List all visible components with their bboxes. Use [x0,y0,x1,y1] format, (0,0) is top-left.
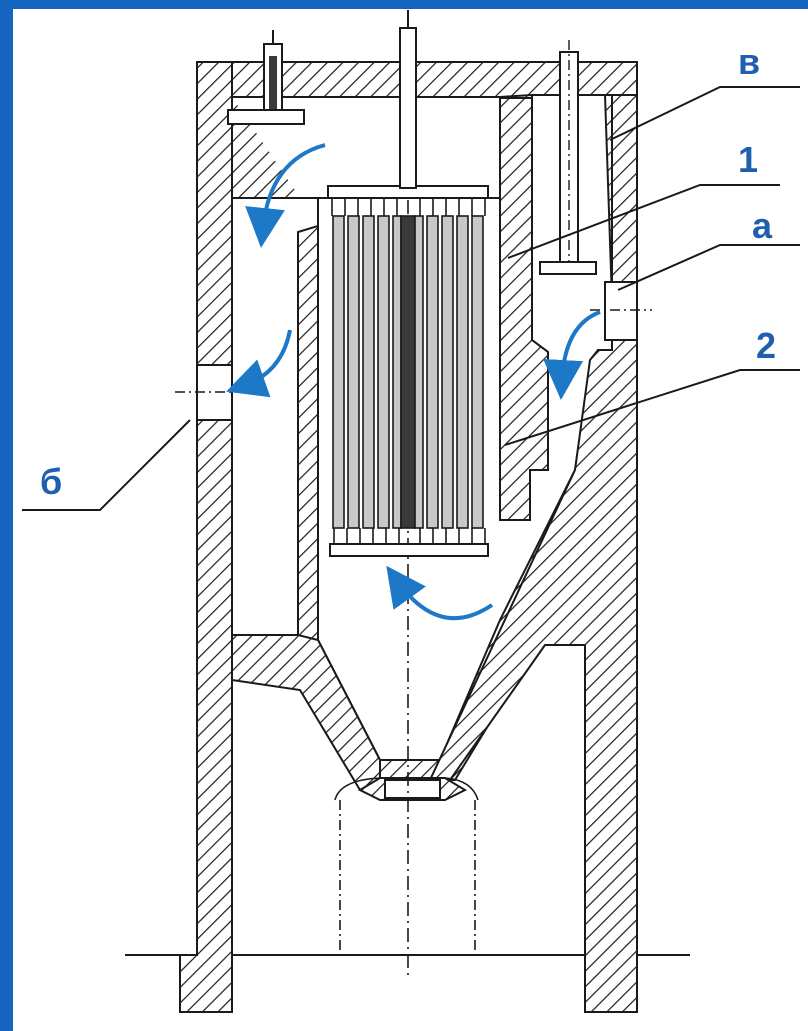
leader-1 [507,184,780,259]
leader-v [609,86,800,141]
fuel-rod [392,215,402,529]
label-b: б [40,461,62,502]
label-2: 2 [756,325,776,366]
leader-lines [22,86,800,511]
core-bottom-plate [329,543,489,557]
fuel-rods [332,215,484,529]
right-top-instrument [539,40,597,275]
left-top-instrument [227,30,305,125]
flow-arrow-inlet [543,310,601,400]
leader-a [617,244,800,291]
nozzle-opening [384,779,441,799]
fuel-rod [377,215,390,529]
control-rod [400,215,416,529]
leader-b [22,419,191,511]
inlet-a [604,281,638,341]
fuel-rod [362,215,375,529]
fuel-rod [426,215,439,529]
fuel-rod [456,215,469,529]
fuel-rod [332,215,345,529]
label-v: в [738,41,760,82]
core-top-comb [331,198,486,216]
right-column-wall [499,97,549,521]
frame-left-border [0,0,13,1031]
label-a: а [752,205,773,246]
flow-arrow-bottom [386,565,494,621]
central-drive-rod [399,27,417,189]
flow-arrow-top-left [245,143,326,248]
fuel-rod [347,215,360,529]
support-arc-left [334,777,381,801]
flow-arrow-outlet [226,329,292,398]
fuel-rod [414,215,424,529]
core-bottom-comb [333,528,486,544]
fuel-rod [471,215,484,529]
leader-2 [504,369,800,446]
flow-arrows [226,143,601,621]
label-1: 1 [738,139,758,180]
fuel-rod [441,215,454,529]
left-outer-wall-lower [179,419,233,1013]
support-arc-right [444,777,479,801]
frame-top-border [0,0,808,9]
left-outer-wall [196,61,233,366]
